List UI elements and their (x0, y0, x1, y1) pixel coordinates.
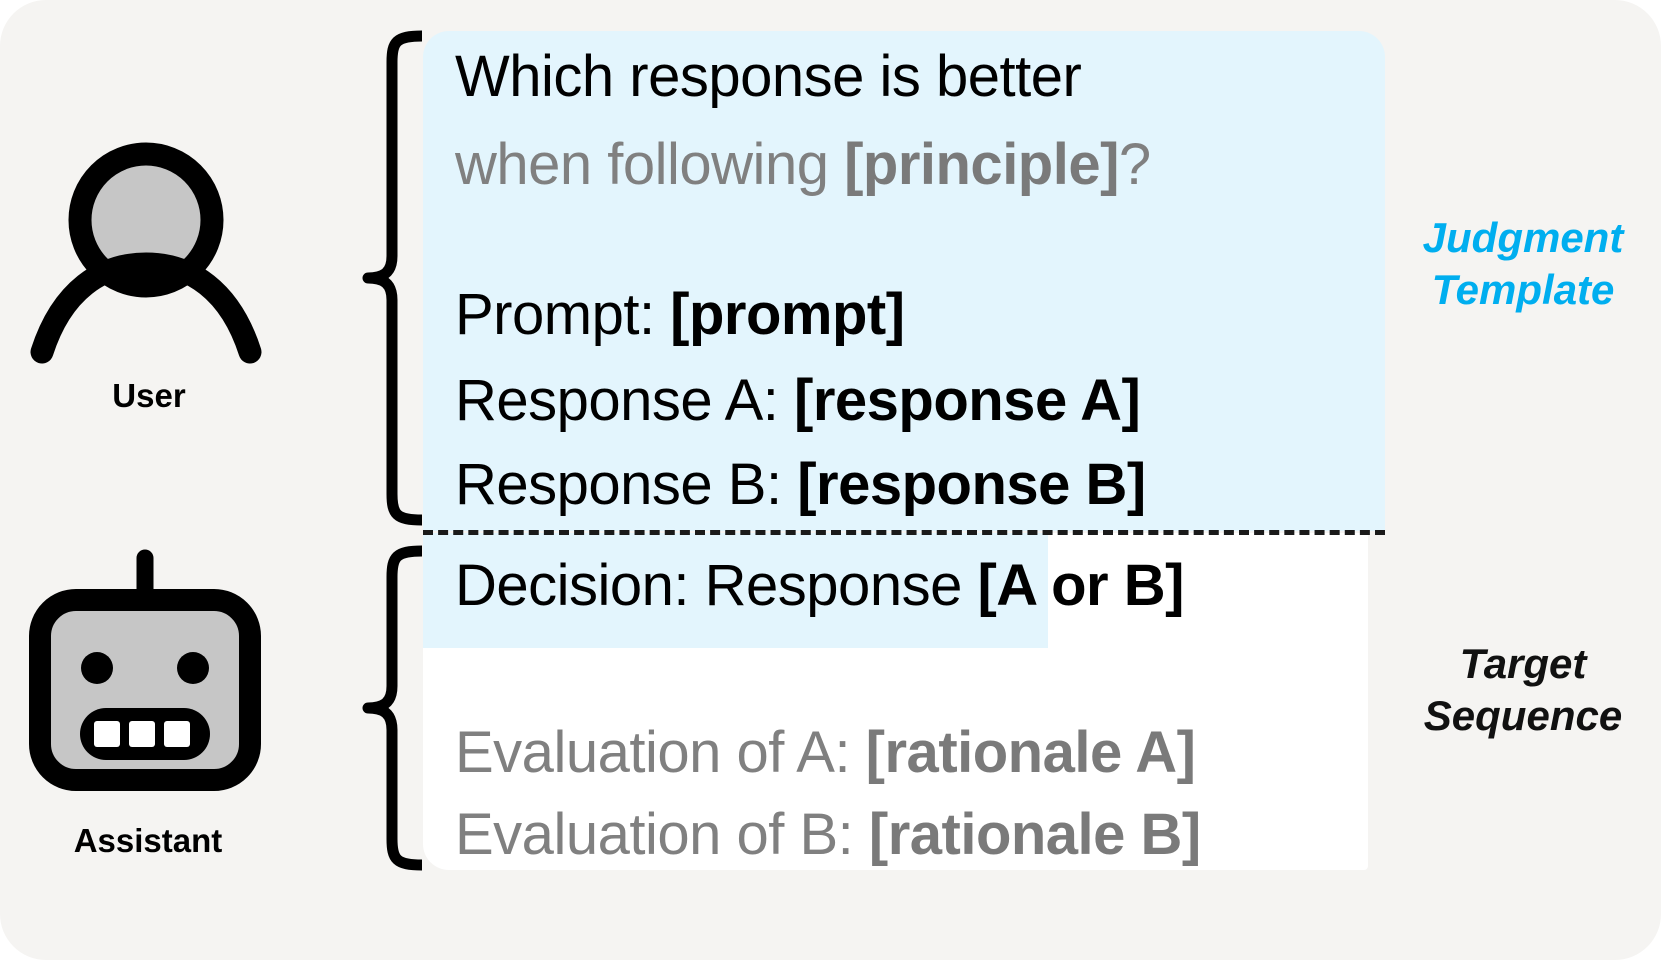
question-line-1-text: Which response is better (455, 44, 1082, 109)
prompt-label: Prompt: (455, 282, 671, 347)
evaluation-b-label: Evaluation of B: (455, 802, 869, 867)
question-line-2: when following [principle]? (455, 132, 1151, 198)
user-label: User (112, 377, 186, 414)
evaluation-a-line: Evaluation of A: [rationale A] (455, 720, 1196, 786)
question-line-2-plain: when following (455, 132, 845, 197)
assistant-label: Assistant (73, 822, 223, 859)
user-avatar-icon (24, 130, 274, 375)
response-a-placeholder: [response A] (794, 368, 1141, 433)
target-sequence-annotation: Target Sequence (1423, 640, 1623, 739)
decision-placeholder: [A or B] (977, 553, 1184, 618)
prompt-placeholder: [prompt] (670, 282, 905, 347)
response-b-placeholder: [response B] (797, 452, 1146, 517)
assistant-role-block: Assistant (18, 540, 278, 860)
response-a-label: Response A: (455, 368, 794, 433)
evaluation-a-placeholder: [rationale A] (865, 720, 1196, 785)
question-line-1: Which response is better (455, 44, 1082, 110)
evaluation-b-line: Evaluation of B: [rationale B] (455, 802, 1201, 868)
decision-line: Decision: Response [A or B] (455, 553, 1184, 619)
judgment-template-box (423, 31, 1385, 531)
section-divider (423, 530, 1385, 535)
evaluation-a-label: Evaluation of A: (455, 720, 866, 785)
response-b-line: Response B: [response B] (455, 452, 1146, 518)
avatar-column: User Ass (0, 0, 300, 960)
response-b-label: Response B: (455, 452, 798, 517)
decision-line-highlight (423, 533, 1048, 648)
decision-label: Decision: Response (455, 553, 978, 618)
question-line-2-tail: ? (1118, 132, 1151, 197)
user-brace-icon (318, 28, 428, 528)
assistant-brace-icon (318, 543, 428, 873)
robot-avatar-icon (18, 540, 278, 820)
response-a-line: Response A: [response A] (455, 368, 1141, 434)
prompt-line: Prompt: [prompt] (455, 282, 905, 348)
evaluation-b-placeholder: [rationale B] (868, 802, 1201, 867)
judgment-template-annotation: Judgment Template (1422, 214, 1624, 313)
user-role-block: User (24, 130, 274, 415)
question-line-2-placeholder: [principle] (844, 132, 1119, 197)
